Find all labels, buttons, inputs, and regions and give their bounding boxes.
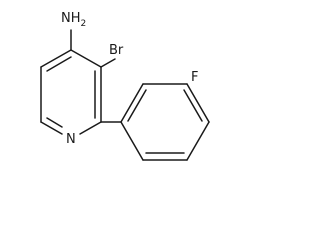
bond-ar6-ar1 bbox=[120, 121, 144, 161]
fluorine-label: F bbox=[191, 70, 198, 85]
bond-ar1-ar2-inner bbox=[127, 89, 147, 122]
amine-h-count: 2 bbox=[81, 19, 87, 29]
bond-c5-c4-inner bbox=[46, 56, 72, 72]
bond-c5-c4 bbox=[40, 49, 72, 68]
amine-h: H bbox=[71, 11, 81, 26]
bond-n1-c6-inner bbox=[46, 117, 63, 128]
fluorophenyl-ring bbox=[120, 83, 210, 161]
bond-ar1-ar2 bbox=[120, 83, 144, 123]
bond-ar3-ar4 bbox=[186, 83, 210, 123]
bond-c2-n1 bbox=[79, 121, 102, 135]
pyridine-ring bbox=[40, 49, 102, 135]
bromine-label: Br bbox=[109, 43, 124, 58]
bond-c4-c3 bbox=[70, 49, 102, 68]
chemical-structure-diagram: NH2 Br N F bbox=[40, 11, 210, 161]
amine-n: N bbox=[61, 11, 71, 26]
bond-ar3-ar4-inner bbox=[183, 89, 203, 122]
bond-n1-c6 bbox=[40, 121, 63, 135]
ring-nitrogen-label: N bbox=[66, 132, 76, 147]
bond-ar4-ar5 bbox=[186, 121, 210, 161]
amine-label: NH2 bbox=[61, 11, 86, 29]
bond-c3-br bbox=[100, 58, 116, 68]
